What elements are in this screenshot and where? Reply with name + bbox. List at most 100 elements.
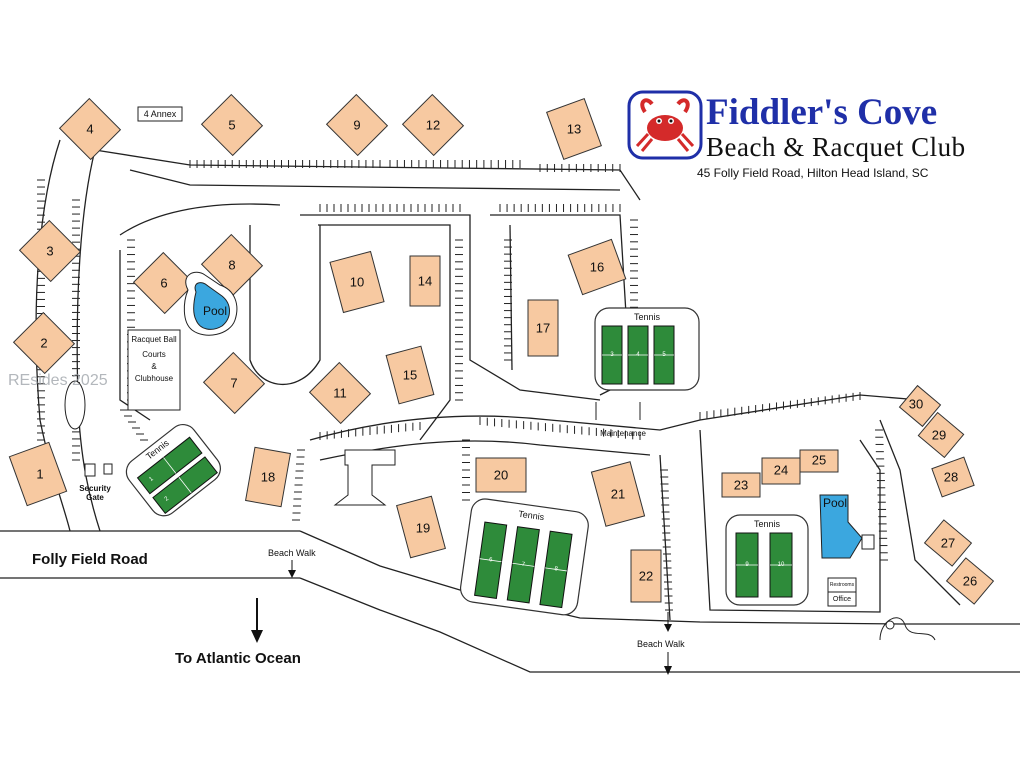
- svg-text:45 Folly Field Road, Hilton He: 45 Folly Field Road, Hilton Head Island,…: [697, 166, 929, 180]
- svg-text:&: &: [151, 362, 157, 371]
- svg-text:20: 20: [494, 468, 508, 483]
- building-17[interactable]: 17: [527, 299, 559, 357]
- svg-text:Tennis: Tennis: [634, 312, 661, 322]
- building-1[interactable]: 1: [8, 441, 68, 507]
- svg-text:2: 2: [164, 496, 171, 503]
- security-gate-booth-2: [103, 463, 113, 475]
- beach-access-marker: [885, 620, 895, 630]
- building-19[interactable]: 19: [396, 495, 446, 559]
- building-11[interactable]: 11: [308, 361, 372, 425]
- building-2[interactable]: 2: [12, 311, 76, 375]
- beach-walk-arrow-west-icon: [288, 560, 296, 578]
- building-30[interactable]: 30: [898, 384, 942, 428]
- security-gate-label: Security: [79, 484, 111, 493]
- svg-text:Pool: Pool: [203, 304, 227, 318]
- watermark: REsides 2025: [8, 372, 108, 389]
- svg-text:Courts: Courts: [142, 350, 166, 359]
- beach-walk-arrow-east-icon: [664, 652, 672, 675]
- building-4[interactable]: 4: [58, 97, 122, 161]
- svg-text:8: 8: [554, 566, 559, 572]
- svg-text:9: 9: [353, 118, 360, 133]
- svg-text:24: 24: [774, 463, 788, 478]
- svg-text:Clubhouse: Clubhouse: [135, 374, 174, 383]
- svg-text:22: 22: [639, 569, 653, 584]
- restrooms-office[interactable]: Restrooms Office: [827, 577, 857, 607]
- beach-walk-label-west: Beach Walk: [268, 548, 316, 558]
- building-23[interactable]: 23: [721, 472, 761, 498]
- svg-text:28: 28: [944, 470, 958, 485]
- building-9[interactable]: 9: [325, 93, 389, 157]
- tennis-complex-south[interactable]: Tennis 6 7 8: [459, 497, 590, 616]
- tennis-complex-north[interactable]: Tennis 3 4 5: [594, 307, 700, 391]
- maintenance-area[interactable]: Maintenance: [595, 402, 646, 438]
- svg-text:5: 5: [662, 352, 666, 358]
- svg-text:1: 1: [36, 467, 43, 482]
- building-14[interactable]: 14: [409, 255, 441, 307]
- building-27[interactable]: 27: [923, 519, 973, 567]
- svg-text:12: 12: [426, 118, 440, 133]
- svg-text:19: 19: [416, 521, 430, 536]
- building-8[interactable]: 8: [200, 233, 264, 297]
- building-3[interactable]: 3: [18, 219, 82, 283]
- svg-text:4 Annex: 4 Annex: [144, 109, 177, 119]
- svg-text:6: 6: [489, 557, 494, 563]
- svg-text:Pool: Pool: [823, 496, 847, 510]
- svg-text:18: 18: [261, 470, 275, 485]
- svg-text:7: 7: [521, 562, 526, 568]
- svg-text:27: 27: [941, 536, 955, 551]
- building-18[interactable]: 18: [245, 446, 291, 508]
- building-13[interactable]: 13: [546, 98, 602, 160]
- tennis-complex-east[interactable]: Tennis 9 10: [725, 514, 809, 606]
- svg-text:30: 30: [909, 397, 923, 412]
- cul-de-sac: [333, 449, 396, 506]
- pool-equipment: [861, 534, 875, 550]
- building-12[interactable]: 12: [401, 93, 465, 157]
- building-15[interactable]: 15: [385, 345, 435, 405]
- pond: [64, 380, 86, 430]
- annex-4[interactable]: 4 Annex: [137, 106, 183, 122]
- svg-text:3: 3: [610, 352, 614, 358]
- tennis-complex-west[interactable]: Tennis 1 2: [121, 419, 226, 521]
- svg-text:7: 7: [230, 376, 237, 391]
- folly-field-road-label: Folly Field Road: [32, 551, 148, 568]
- building-7[interactable]: 7: [202, 351, 266, 415]
- building-26[interactable]: 26: [945, 557, 995, 605]
- building-28[interactable]: 28: [931, 456, 975, 498]
- svg-text:4: 4: [636, 352, 640, 358]
- svg-text:26: 26: [963, 574, 977, 589]
- crab-icon: [635, 98, 695, 152]
- building-10[interactable]: 10: [329, 250, 385, 314]
- svg-text:29: 29: [932, 428, 946, 443]
- svg-text:14: 14: [418, 274, 432, 289]
- building-29[interactable]: 29: [917, 411, 965, 459]
- building-5[interactable]: 5: [200, 93, 264, 157]
- svg-text:Maintenance: Maintenance: [600, 429, 646, 438]
- svg-text:Office: Office: [833, 596, 851, 603]
- arrow-down-icon: [251, 598, 263, 643]
- svg-text:Fiddler's Cove: Fiddler's Cove: [706, 92, 937, 133]
- svg-text:8: 8: [228, 258, 235, 273]
- building-25[interactable]: 25: [799, 449, 839, 473]
- building-22[interactable]: 22: [630, 549, 662, 603]
- building-16[interactable]: 16: [567, 238, 627, 296]
- svg-text:4: 4: [86, 122, 93, 137]
- svg-text:6: 6: [160, 276, 167, 291]
- racquetball-clubhouse[interactable]: Racquet Ball Courts & Clubhouse: [127, 329, 181, 411]
- ocean-direction-label: To Atlantic Ocean: [175, 650, 301, 667]
- svg-text:10: 10: [778, 562, 785, 568]
- svg-text:Tennis: Tennis: [754, 519, 781, 529]
- building-20[interactable]: 20: [475, 457, 527, 493]
- pool-west[interactable]: Pool: [183, 271, 238, 336]
- building-21[interactable]: 21: [590, 461, 646, 527]
- pool-east[interactable]: Pool: [819, 494, 875, 559]
- svg-text:23: 23: [734, 478, 748, 493]
- fiddlers-cove-logo: Fiddler's Cove Beach & Racquet Club 45 F…: [627, 90, 965, 180]
- buildings: 1 2 3 4 5 6 7 8 9 10 11 12 13 14 15 16 1…: [8, 93, 995, 605]
- building-6[interactable]: 6: [132, 251, 196, 315]
- beach-walk-label-east: Beach Walk: [637, 639, 685, 649]
- svg-text:Tennis: Tennis: [518, 509, 546, 523]
- building-24[interactable]: 24: [761, 457, 801, 485]
- svg-text:21: 21: [611, 487, 625, 502]
- svg-text:11: 11: [333, 386, 347, 401]
- security-gate-label-2: Gate: [86, 493, 104, 502]
